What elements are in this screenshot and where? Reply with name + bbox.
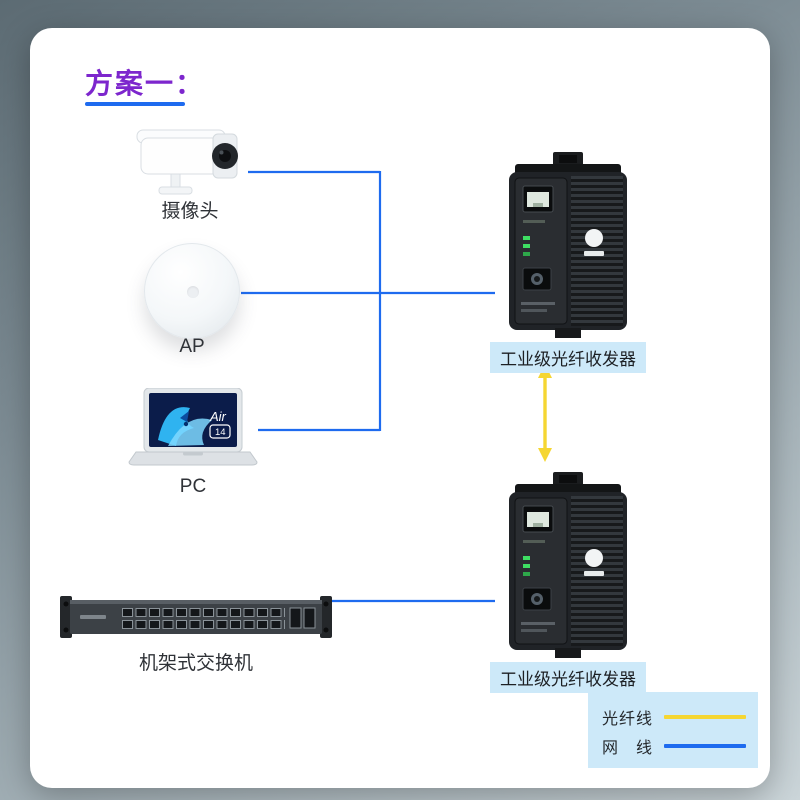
led-indicator	[523, 252, 530, 256]
laptop-model-text: 14	[215, 427, 226, 438]
rj45-port-inner	[527, 192, 549, 207]
legend-ethernet-row: 网 线	[602, 734, 746, 758]
switch-chassis-highlight	[70, 600, 322, 604]
laptop-icon: Air 14	[128, 388, 258, 466]
camera-label: 摄像头	[161, 201, 219, 222]
panel-print-mark	[521, 629, 547, 632]
brand-emblem	[585, 549, 603, 567]
camera-lens-highlight	[219, 150, 224, 155]
brand-emblem	[585, 229, 603, 247]
switch-sfp-port	[289, 607, 302, 629]
fiber-arrow-down-icon	[538, 448, 552, 462]
din-clip-slot	[559, 475, 577, 483]
rj45-port-tab	[533, 523, 543, 527]
panel-print-mark	[523, 540, 545, 543]
camera-bracket-base	[158, 186, 193, 195]
laptop-base	[128, 451, 258, 466]
led-indicator	[523, 244, 530, 248]
led-indicator	[523, 556, 530, 560]
switch-brand-mark	[80, 615, 106, 619]
panel-print-mark	[521, 622, 555, 625]
switch-sfp-port	[303, 607, 316, 629]
ap-icon	[144, 243, 240, 339]
fiber-transceiver-top-icon	[509, 152, 627, 338]
switch-ear-hole	[323, 601, 329, 607]
din-clip-bottom	[555, 648, 581, 658]
brand-emblem-text-mark	[584, 571, 604, 576]
fiber-line-swatch	[664, 715, 746, 719]
title-underline	[85, 102, 185, 106]
ethernet-line-swatch	[664, 744, 746, 748]
switch-ear-hole	[63, 627, 69, 633]
diagram-card: 方案一： 摄像头 AP Air 14	[30, 28, 770, 788]
switch-port-array	[122, 608, 285, 632]
tiger-eye	[183, 421, 189, 427]
led-indicator	[523, 236, 530, 240]
din-clip-bottom	[555, 328, 581, 338]
legend-fiber-row: 光纤线	[602, 705, 746, 729]
led-indicator	[523, 564, 530, 568]
switch-right-ear	[320, 596, 332, 638]
laptop-brand-text: Air	[209, 409, 227, 424]
transceiver-bottom-label: 工业级光纤收发器	[490, 662, 646, 693]
camera-bracket-arm	[170, 173, 181, 189]
switch-ear-hole	[63, 601, 69, 607]
legend-ethernet-label: 网 线	[602, 740, 654, 757]
switch-ear-hole	[323, 627, 329, 633]
tiger-artwork-light	[168, 418, 212, 446]
tiger-stripe	[180, 411, 189, 422]
laptop-notch	[183, 452, 203, 456]
panel-print-mark	[521, 302, 555, 305]
fiber-port-core	[534, 596, 540, 602]
brand-emblem-text-mark	[584, 251, 604, 256]
legend: 光纤线 网 线	[588, 692, 758, 768]
rj45-port-tab	[533, 203, 543, 207]
led-indicator	[523, 572, 530, 576]
legend-fiber-label: 光纤线	[602, 711, 654, 728]
ap-center-dimple	[187, 286, 199, 298]
pc-label: PC	[179, 476, 207, 497]
panel-print-mark	[521, 309, 547, 312]
switch-left-ear	[60, 596, 72, 638]
page-title: 方案一：	[85, 68, 206, 99]
fiber-transceiver-bottom-icon	[509, 472, 627, 658]
fiber-port-core	[534, 276, 540, 282]
ap-label: AP	[179, 336, 205, 357]
transceiver-top-label: 工业级光纤收发器	[490, 342, 646, 373]
camera-body	[140, 137, 220, 175]
connection-lines	[241, 170, 552, 603]
switch-label: 机架式交换机	[138, 653, 253, 674]
camera-icon	[136, 129, 238, 195]
panel-print-mark	[523, 220, 545, 223]
rj45-port-inner	[527, 512, 549, 527]
din-clip-slot	[559, 155, 577, 163]
laptop-model-badge	[209, 424, 231, 439]
rack-switch-icon	[60, 596, 332, 638]
